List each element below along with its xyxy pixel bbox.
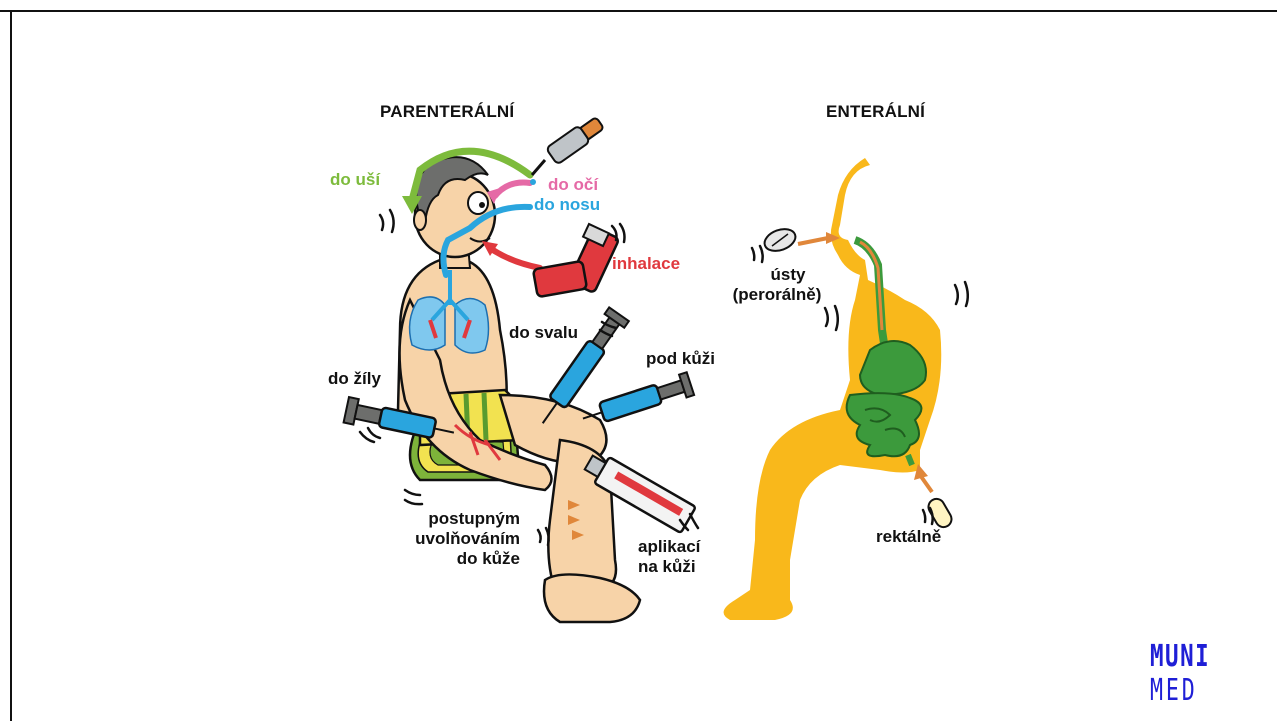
parenteral-heading: PARENTERÁLNÍ — [380, 102, 514, 122]
route-topical-line2: na kůži — [638, 557, 696, 577]
logo-muni: MUNI — [1150, 640, 1225, 674]
route-transdermal-line2: uvolňováním — [390, 529, 520, 549]
route-muscle-label: do svalu — [509, 323, 578, 343]
route-ears-label: do uší — [330, 170, 380, 190]
route-topical-line1: aplikací — [638, 537, 700, 557]
route-oral-line1: ústy — [740, 265, 836, 285]
route-transdermal-line1: postupným — [418, 509, 520, 529]
route-rectal-label: rektálně — [876, 527, 941, 547]
enteral-heading: ENTERÁLNÍ — [826, 102, 925, 122]
route-vein-label: do žíly — [328, 369, 381, 389]
enteral-figure — [724, 158, 955, 620]
pill — [762, 225, 799, 255]
logo-med: MED — [1150, 674, 1222, 708]
inhaler — [533, 224, 619, 297]
route-eyes-label: do očí — [548, 175, 598, 195]
foot — [544, 574, 640, 622]
route-inhalation-label: inhalace — [612, 254, 680, 274]
route-under-skin-label: pod kůži — [646, 349, 715, 369]
route-nose-label: do nosu — [534, 195, 600, 215]
suppository — [926, 496, 955, 530]
stomach — [860, 341, 926, 395]
route-transdermal-line3: do kůže — [418, 549, 520, 569]
muni-med-logo: MUNI MED — [1150, 640, 1250, 708]
route-oral-line2: (perorálně) — [714, 285, 840, 305]
